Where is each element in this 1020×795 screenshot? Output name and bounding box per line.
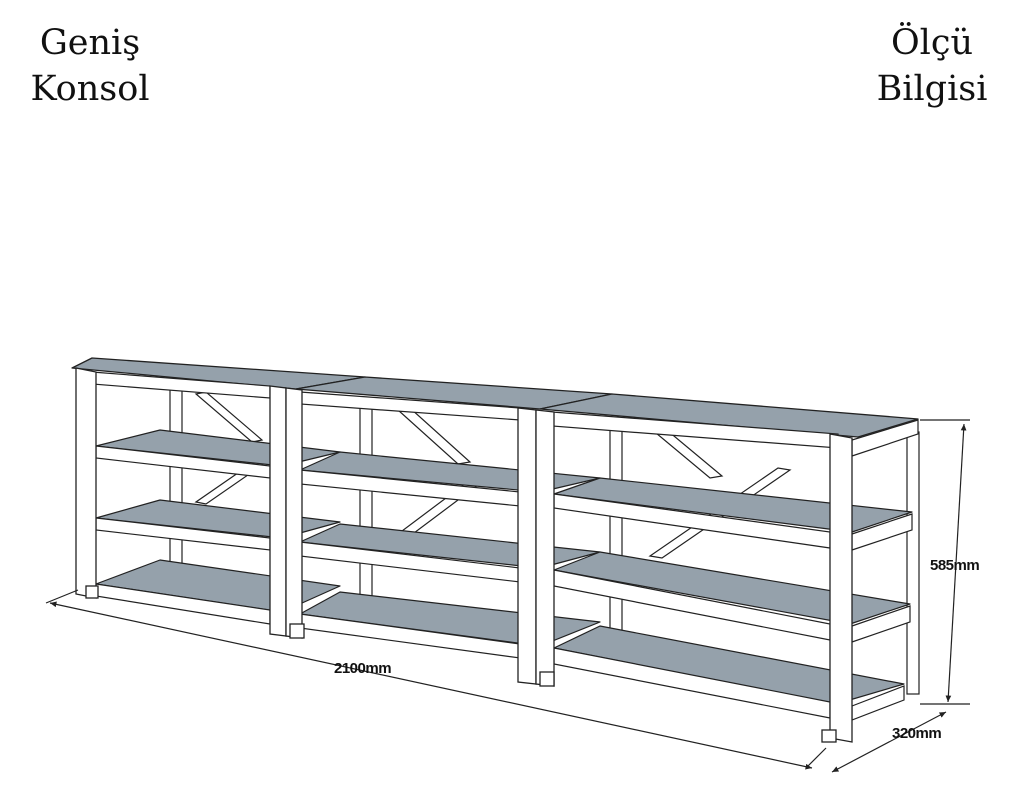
right-side-frame [851,419,919,721]
back-post-3 [609,423,623,650]
height-dimension-line [945,423,967,703]
depth-label: 320mm [892,725,941,742]
top-boards [71,357,919,438]
dimension-lines [45,419,970,773]
dimension-info-title-line-2: Bilgisi [876,69,988,109]
front-post-3-b [535,409,555,687]
shelf-1-right [553,477,913,533]
back-post-1 [169,387,183,589]
width-extension-left [45,589,79,604]
front-post-1 [75,367,97,599]
product-title-line-2: Konsol [30,69,150,109]
front-post-3-a [517,407,537,685]
back-post-2 [359,404,373,614]
depth-dimension-line [831,711,947,773]
front-post-4-foot [821,729,837,743]
width-dimension-line [49,601,813,770]
width-extension-right [805,747,827,769]
width-label: 2100mm [334,660,391,677]
product-title-line-1: Geniş [39,23,141,63]
back-post-4 [906,431,920,695]
brace-mid-a [396,407,472,465]
height-label: 585mm [930,557,979,574]
front-post-2-b [285,387,303,639]
dimension-info-title: Ölçü Bilgisi [862,20,1002,112]
front-post-2-a [269,385,287,637]
dimension-info-title-line-1: Ölçü [890,23,974,63]
brace-left-a [194,391,264,443]
front-post-4 [829,433,853,743]
front-post-3-foot [539,671,555,687]
product-title: Geniş Konsol [10,20,170,112]
front-post-2-foot [289,623,305,639]
front-posts [75,367,853,743]
front-post-1-foot [85,585,99,599]
